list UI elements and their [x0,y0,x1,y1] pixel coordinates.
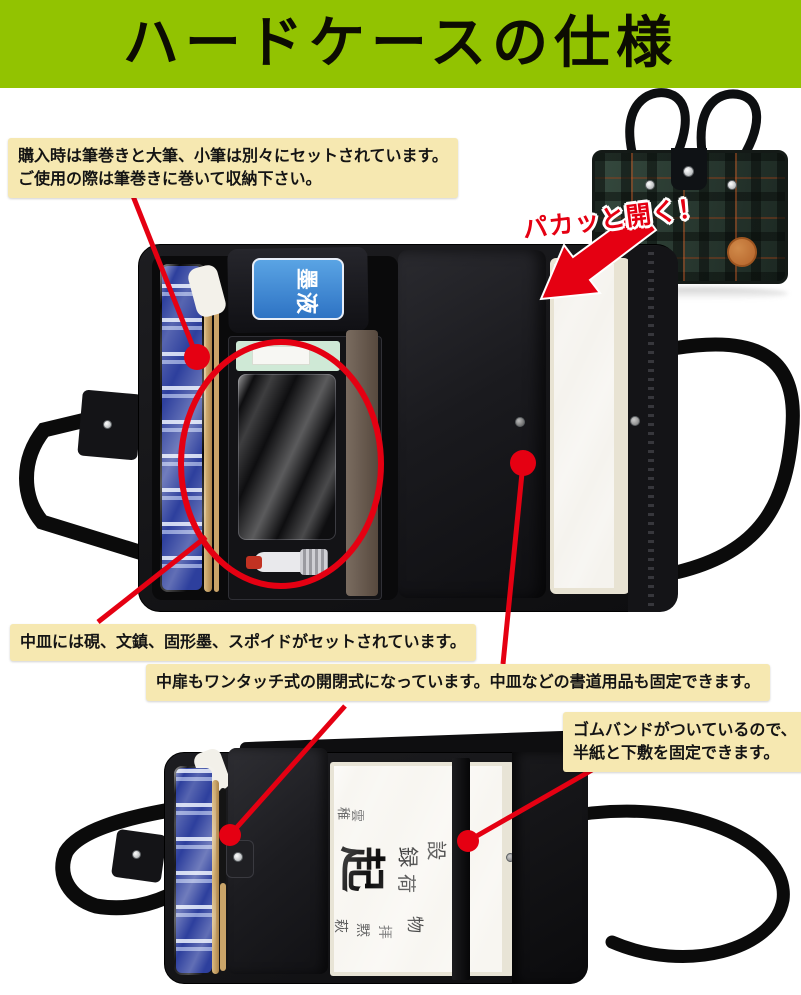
snap-button-icon [683,166,694,177]
leather-badge-icon [727,237,757,267]
ink-bottle-label-text: 墨液 [294,267,320,317]
dropper-tip [246,556,262,569]
callout-tray-note: 中皿には硯、文鎮、固形墨、スポイドがセットされています。 [10,624,476,661]
brush-handle [214,306,219,592]
plastic-wrap-sheen [174,766,216,975]
closed-door-case-right-handle [553,804,790,963]
case-right-binding [628,246,678,612]
snap-button-icon [233,852,243,862]
snap-button-icon [132,850,141,859]
bag-handle-right [696,89,762,157]
bag-handle-left [625,88,690,157]
plastic-wrap-sheen [554,264,614,588]
note-line: 半紙と下敷を固定できます。 [573,745,780,762]
felt-mat-edge [346,330,378,596]
case-right-cover [512,752,588,984]
note-line: 中扉もワンタッチ式の開閉式になっています。中皿などの書道用品も固定できます。 [156,674,761,691]
ink-stick-box-label [252,346,310,365]
open-case-right-handle [669,337,800,579]
note-line: ご使用の際は筆巻きに巻いて収納下さい。 [18,171,322,188]
brush-handle [220,883,226,971]
snap-button-icon [515,417,525,427]
snap-button-icon [645,180,655,190]
note-line: 中皿には硯、文鎮、固形墨、スポイドがセットされています。 [20,634,466,651]
note-line: ゴムバンドがついているので、 [573,722,797,739]
snap-button-icon [630,416,640,426]
page-title: ハードケースの仕様 [122,13,679,75]
callout-brush-note: 購入時は筆巻きと大筆、小筆は別々にセットされています。 ご使用の際は筆巻きに巻い… [8,138,458,198]
header-bar: ハードケースの仕様 [0,0,801,88]
elastic-band [452,758,470,980]
dropper-ridges [300,549,328,575]
note-line: 購入時は筆巻きと大筆、小筆は別々にセットされています。 [18,148,448,165]
callout-band-note: ゴムバンドがついているので、 半紙と下敷を固定できます。 [563,712,801,772]
ink-bottle-label: 墨液 [252,258,344,320]
callout-door-note: 中扉もワンタッチ式の開閉式になっています。中皿などの書道用品も固定できます。 [146,664,771,701]
snap-button-icon [103,420,112,429]
snap-button-icon [727,180,737,190]
plastic-wrap-sheen [238,374,336,540]
plastic-wrap-sheen [334,766,502,972]
